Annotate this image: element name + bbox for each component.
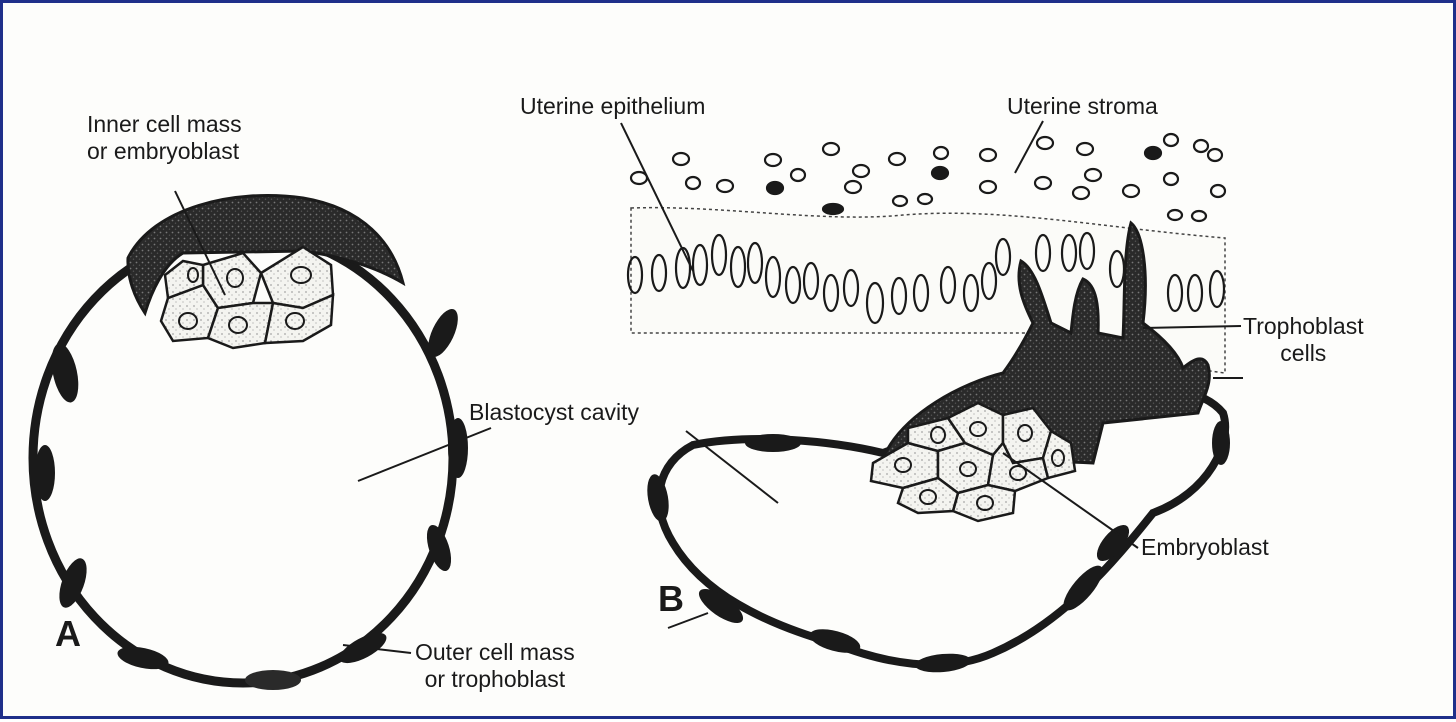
label-outer-cell-mass: Outer cell mass or trophoblast xyxy=(415,639,575,693)
panel-b-letter: B xyxy=(658,578,684,620)
label-blastocyst-cavity: Blastocyst cavity xyxy=(469,399,639,426)
b-stroma-cells xyxy=(631,134,1225,221)
label-embryoblast: Embryoblast xyxy=(1141,534,1269,561)
panel-b-drawing xyxy=(621,121,1243,674)
label-inner-cell-mass-line2: or embryoblast xyxy=(87,138,242,165)
label-outer-cell-mass-line2: or trophoblast xyxy=(415,666,575,693)
label-trophoblast-cells: Trophoblast cells xyxy=(1243,313,1364,367)
label-outer-cell-mass-line1: Outer cell mass xyxy=(415,639,575,666)
label-inner-cell-mass: Inner cell mass or embryoblast xyxy=(87,111,242,165)
panel-a-letter: A xyxy=(55,613,81,655)
label-trophoblast-line2: cells xyxy=(1243,340,1364,367)
b-embryoblast-cells xyxy=(871,403,1075,521)
a-inner-cell-mass xyxy=(161,247,333,348)
label-inner-cell-mass-line1: Inner cell mass xyxy=(87,111,242,138)
label-uterine-epithelium: Uterine epithelium xyxy=(520,93,705,120)
panel-a-drawing xyxy=(33,191,491,690)
label-uterine-stroma: Uterine stroma xyxy=(1007,93,1158,120)
label-trophoblast-line1: Trophoblast xyxy=(1243,313,1364,340)
